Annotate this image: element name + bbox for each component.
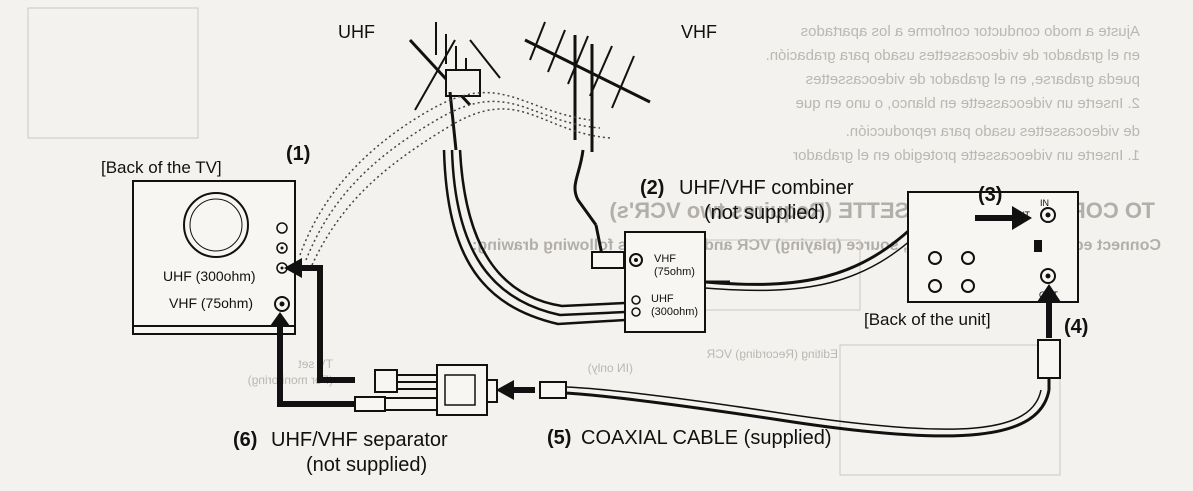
unit-ant-label: ANT. [1012, 210, 1032, 220]
bleed-text-6: 1. Inserte un videocassette protegido en… [793, 147, 1140, 164]
vhf-antenna [524, 21, 651, 226]
unit-number-4-label: (4) [1064, 316, 1088, 338]
uhf-antenna-label: UHF [338, 22, 375, 42]
combiner-to-unit-cable [704, 218, 922, 286]
unit-back-panel [907, 191, 1079, 303]
tv-title-label: [Back of the TV] [101, 158, 222, 177]
arrow-6-uhf [284, 258, 355, 383]
tv-back-panel [132, 180, 296, 335]
combiner-uhf-label: UHF [651, 293, 674, 305]
combiner-vhf-ohm-label: (75ohm) [654, 266, 695, 278]
uhf-vhf-combiner [591, 231, 730, 333]
bleed-editing-vcr: Editing (Recording) VCR [706, 347, 838, 361]
separator-title-label: UHF/VHF separator [271, 429, 448, 451]
vhf-antenna-label: VHF [681, 22, 717, 42]
bleed-frame-right [839, 344, 1061, 476]
tv-uhf-label: UHF (300ohm) [163, 268, 256, 284]
arrow-5 [496, 380, 535, 400]
combiner-uhf-ohm-label: (300ohm) [651, 306, 698, 318]
unit-title-label: [Back of the unit] [864, 310, 991, 329]
tv-number-label: (1) [286, 143, 310, 165]
uhf-vhf-separator [354, 364, 498, 416]
combiner-note-label: (not supplied) [704, 202, 825, 224]
combiner-title-label: UHF/VHF combiner [679, 177, 854, 199]
bleed-for-monitoring: (For monitoring) [248, 373, 333, 387]
bleed-frame-left [27, 7, 199, 139]
dotted-ghost-cable [299, 91, 611, 266]
bleed-text-2: en el grabador de videocassettes usado p… [766, 47, 1140, 64]
coaxial-cable [539, 339, 1061, 438]
unit-in-label: IN [1040, 198, 1049, 208]
separator-note-label: (not supplied) [306, 454, 427, 476]
unit-number-3-label: (3) [978, 184, 1002, 206]
combiner-vhf-label: VHF [654, 253, 676, 265]
bleed-in-only: (IN only) [588, 361, 633, 375]
arrow-3 [975, 206, 1032, 230]
bleed-tv-set: TV set [298, 357, 333, 371]
bleed-text-1: Ajuste a modo conductor conforme a los a… [801, 23, 1140, 40]
arrow-4 [1037, 284, 1061, 338]
cable-label: COAXIAL CABLE (supplied) [581, 427, 831, 449]
tv-vhf-label: VHF (75ohm) [169, 295, 253, 311]
combiner-number-label: (2) [640, 177, 664, 199]
bleed-text-5: de videocassettes usado para reproducció… [846, 123, 1140, 140]
uhf-antenna [408, 22, 501, 151]
separator-number-label: (6) [233, 429, 257, 451]
unit-out-label: OUT [1039, 290, 1059, 300]
arrow-6-vhf [270, 312, 355, 407]
bleed-text-3: pueda grabarse, en el grabador de videoc… [806, 71, 1140, 88]
uhf-twin-lead [450, 149, 626, 317]
bleed-text-4: 2. Inserte un videocassette en blanco, o… [796, 95, 1140, 112]
cable-number-label: (5) [547, 427, 571, 449]
